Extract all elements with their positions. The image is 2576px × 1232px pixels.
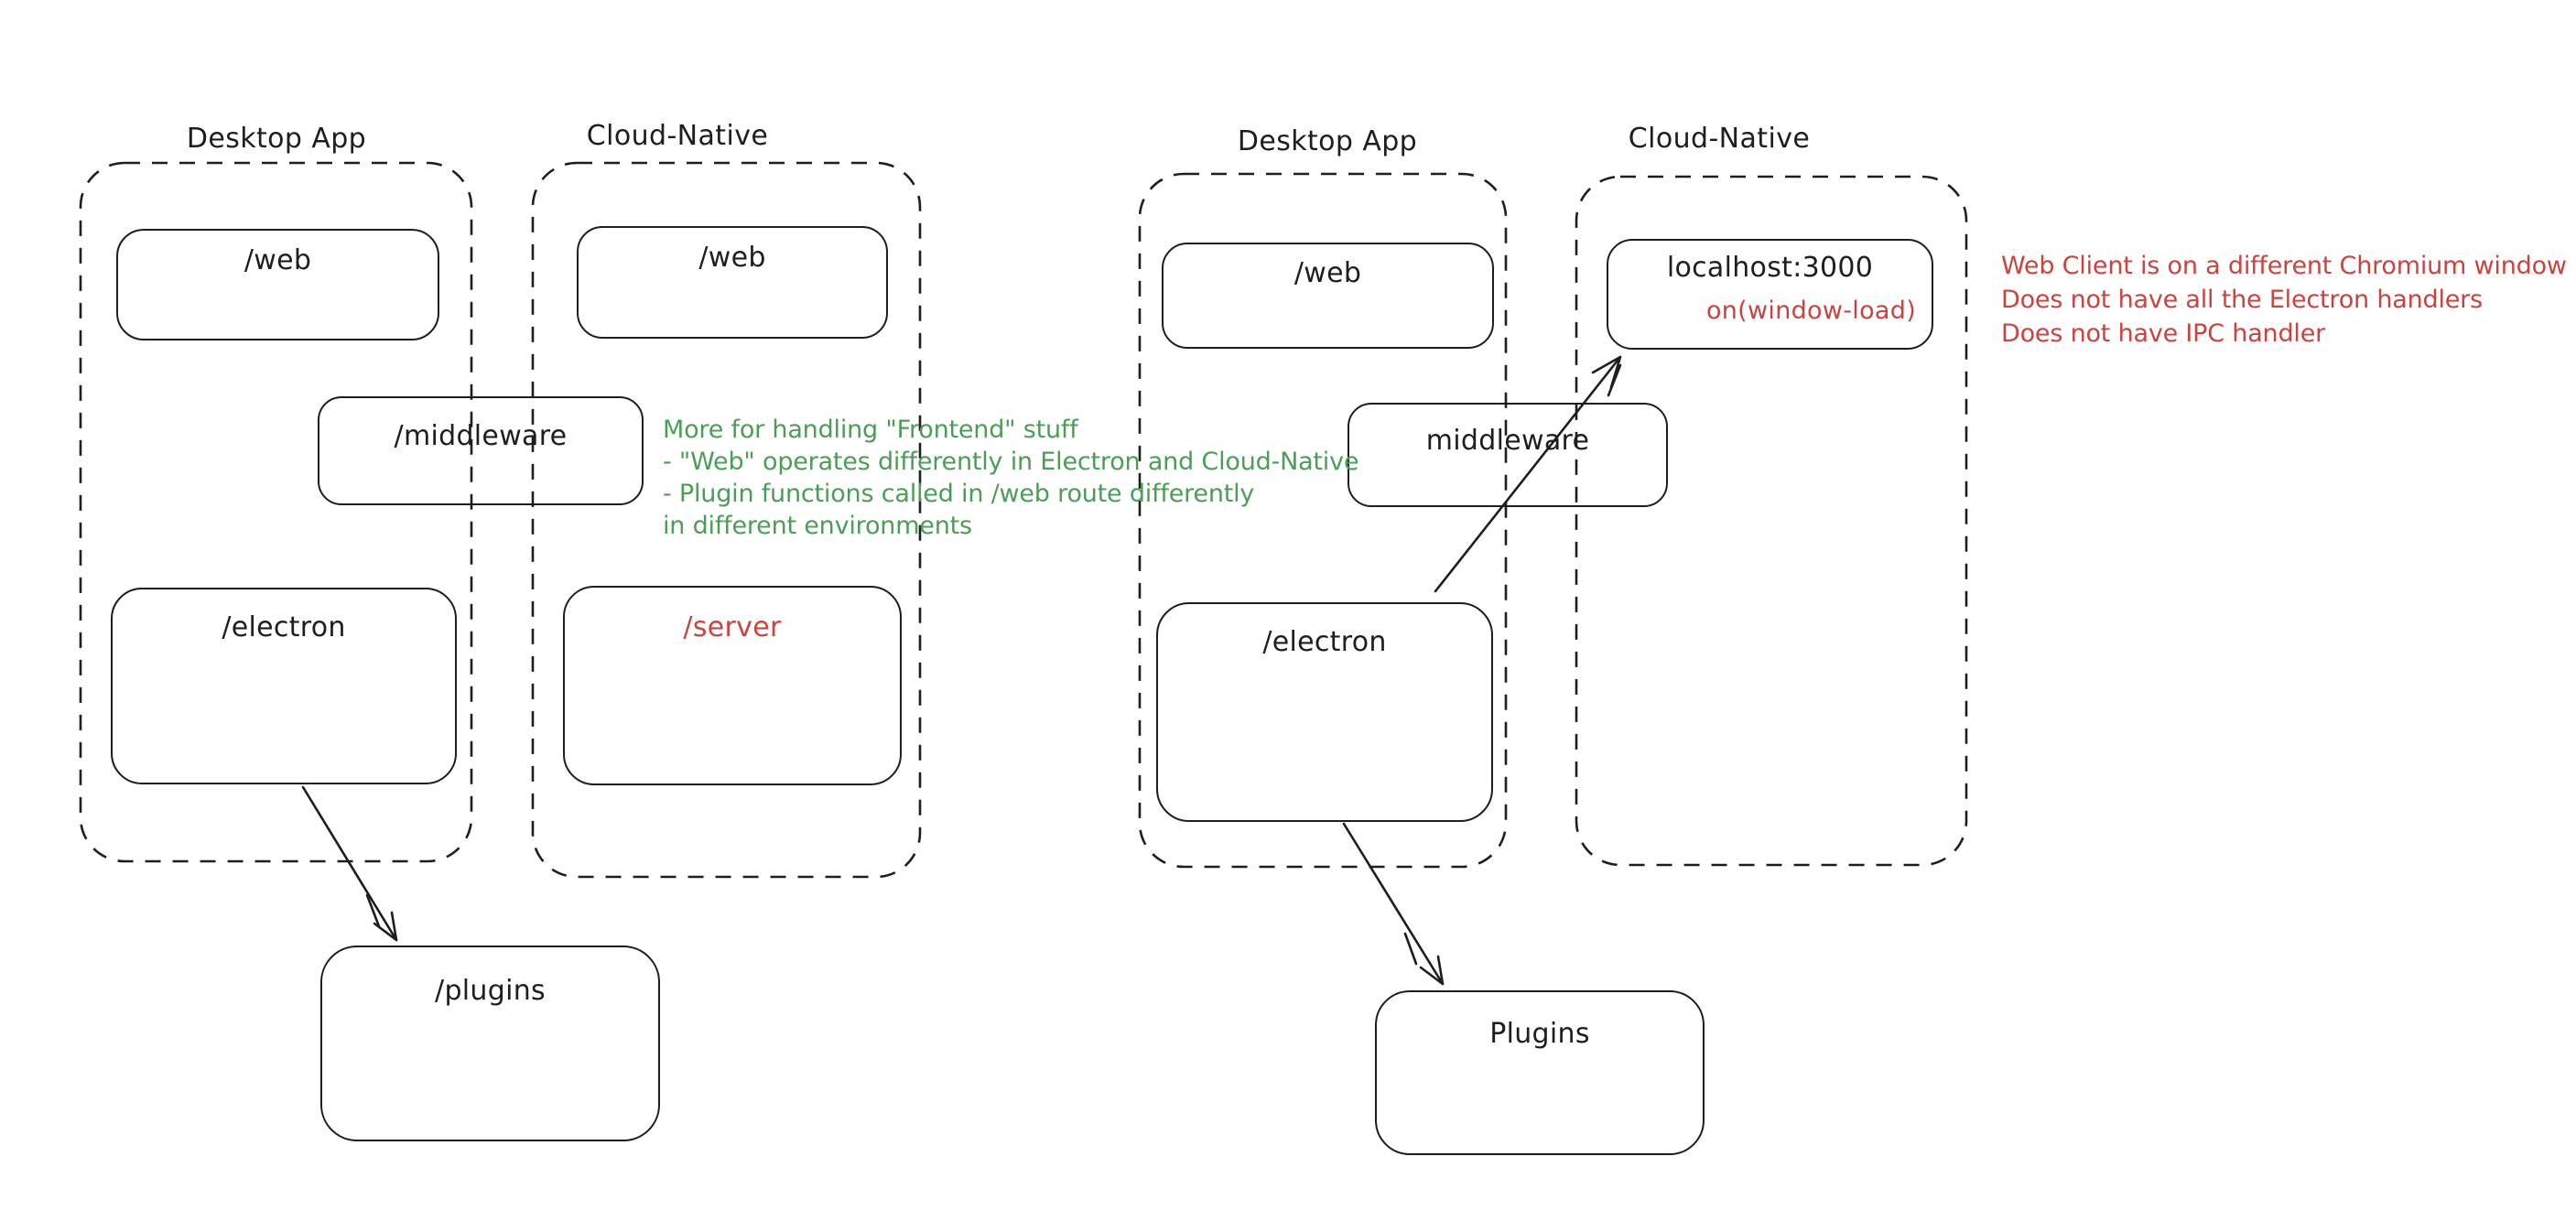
box-web-left-desktop-label: /web <box>244 244 312 276</box>
note-web-client-red[interactable]: Web Client is on a different Chromium wi… <box>2001 249 2567 351</box>
box-web-left-cloud-label: /web <box>698 242 766 274</box>
box-electron-right-label: /electron <box>1262 626 1387 658</box>
note-green-line3: - Plugin functions called in /web route … <box>663 480 1255 508</box>
box-server-left-label: /server <box>683 611 782 643</box>
box-localhost-3000[interactable]: localhost:3000 on(window-load) <box>1607 239 1933 350</box>
note-green-line4: in different environments <box>663 512 972 540</box>
note-middleware-green[interactable]: More for handling "Frontend" stuff - "We… <box>663 414 1359 542</box>
title-cloud-native-right[interactable]: Cloud-Native <box>1628 123 1811 155</box>
note-green-line2: - "Web" operates differently in Electron… <box>663 448 1359 476</box>
note-green-line1: More for handling "Frontend" stuff <box>663 416 1078 444</box>
box-web-left-cloud[interactable]: /web <box>577 226 888 339</box>
note-red-line3: Does not have IPC handler <box>2001 319 2326 348</box>
box-electron-left-label: /electron <box>222 611 346 643</box>
box-web-right-desktop-label: /web <box>1293 257 1362 289</box>
box-plugins-left[interactable]: /plugins <box>320 946 660 1141</box>
box-middleware-left-label: /middleware <box>394 420 568 452</box>
box-electron-right[interactable]: /electron <box>1156 602 1493 822</box>
box-middleware-right-label: middleware <box>1425 425 1590 457</box>
box-electron-left[interactable]: /electron <box>111 588 457 784</box>
box-web-right-desktop[interactable]: /web <box>1162 243 1494 349</box>
note-red-line1: Web Client is on a different Chromium wi… <box>2001 252 2567 280</box>
title-desktop-app-left[interactable]: Desktop App <box>186 123 367 155</box>
arrow-electron-to-plugins-right[interactable] <box>1342 822 1445 986</box>
note-red-line2: Does not have all the Electron handlers <box>2001 286 2483 314</box>
box-plugins-right[interactable]: Plugins <box>1375 990 1705 1155</box>
box-plugins-right-label: Plugins <box>1489 1018 1590 1050</box>
box-localhost-3000-label: localhost:3000 <box>1666 252 1874 284</box>
box-middleware-left[interactable]: /middleware <box>318 396 644 505</box>
box-web-left-desktop[interactable]: /web <box>116 229 439 340</box>
title-desktop-app-right[interactable]: Desktop App <box>1237 125 1418 157</box>
box-plugins-left-label: /plugins <box>435 975 546 1007</box>
title-cloud-native-left[interactable]: Cloud-Native <box>586 120 769 152</box>
box-middleware-right[interactable]: middleware <box>1348 403 1668 507</box>
box-server-left[interactable]: /server <box>563 586 902 785</box>
arrow-electron-to-plugins-left[interactable] <box>301 785 398 942</box>
on-window-load-label: on(window-load) <box>1705 297 1917 325</box>
